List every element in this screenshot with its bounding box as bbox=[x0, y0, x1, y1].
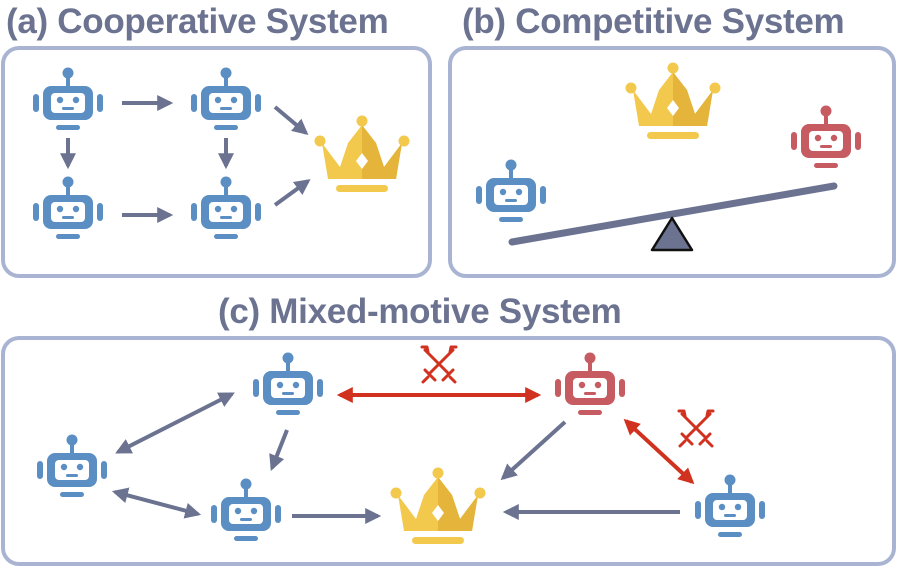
title-competitive-system: (b) Competitive System bbox=[462, 2, 845, 41]
robot-icon bbox=[31, 174, 105, 241]
crossed-swords-icon bbox=[420, 345, 458, 384]
panel-mixed-motive bbox=[1, 336, 896, 566]
title-cooperative-system: (a) Cooperative System bbox=[6, 2, 389, 41]
crown-icon bbox=[390, 467, 486, 544]
robot-icon bbox=[474, 157, 548, 224]
robot-icon bbox=[553, 350, 627, 417]
title-mixed-motive-system: (c) Mixed-motive System bbox=[218, 292, 622, 331]
robot-icon bbox=[35, 432, 109, 499]
seesaw-icon bbox=[650, 216, 694, 252]
panel-cooperative bbox=[1, 46, 432, 278]
robot-icon bbox=[31, 65, 105, 132]
arrow bbox=[273, 179, 311, 207]
robot-icon bbox=[209, 476, 283, 543]
panel-competitive bbox=[448, 46, 896, 278]
arrow bbox=[111, 487, 202, 519]
robot-icon bbox=[789, 103, 863, 170]
robot-icon bbox=[189, 65, 263, 132]
robot-icon bbox=[251, 350, 325, 417]
competitive-diagram bbox=[474, 62, 863, 252]
robot-icon bbox=[693, 472, 767, 539]
arrow bbox=[273, 105, 309, 136]
crown-icon bbox=[625, 62, 721, 139]
cooperative-diagram bbox=[31, 65, 410, 241]
arrow bbox=[500, 420, 567, 481]
arrow bbox=[269, 429, 289, 471]
arrow bbox=[115, 392, 235, 454]
crossed-swords-icon bbox=[677, 409, 715, 448]
conflict-arrow bbox=[623, 418, 695, 485]
seesaw-beam bbox=[508, 182, 838, 246]
crown-icon bbox=[314, 115, 410, 192]
mixed-motive-diagram bbox=[35, 345, 767, 544]
robot-icon bbox=[189, 174, 263, 241]
